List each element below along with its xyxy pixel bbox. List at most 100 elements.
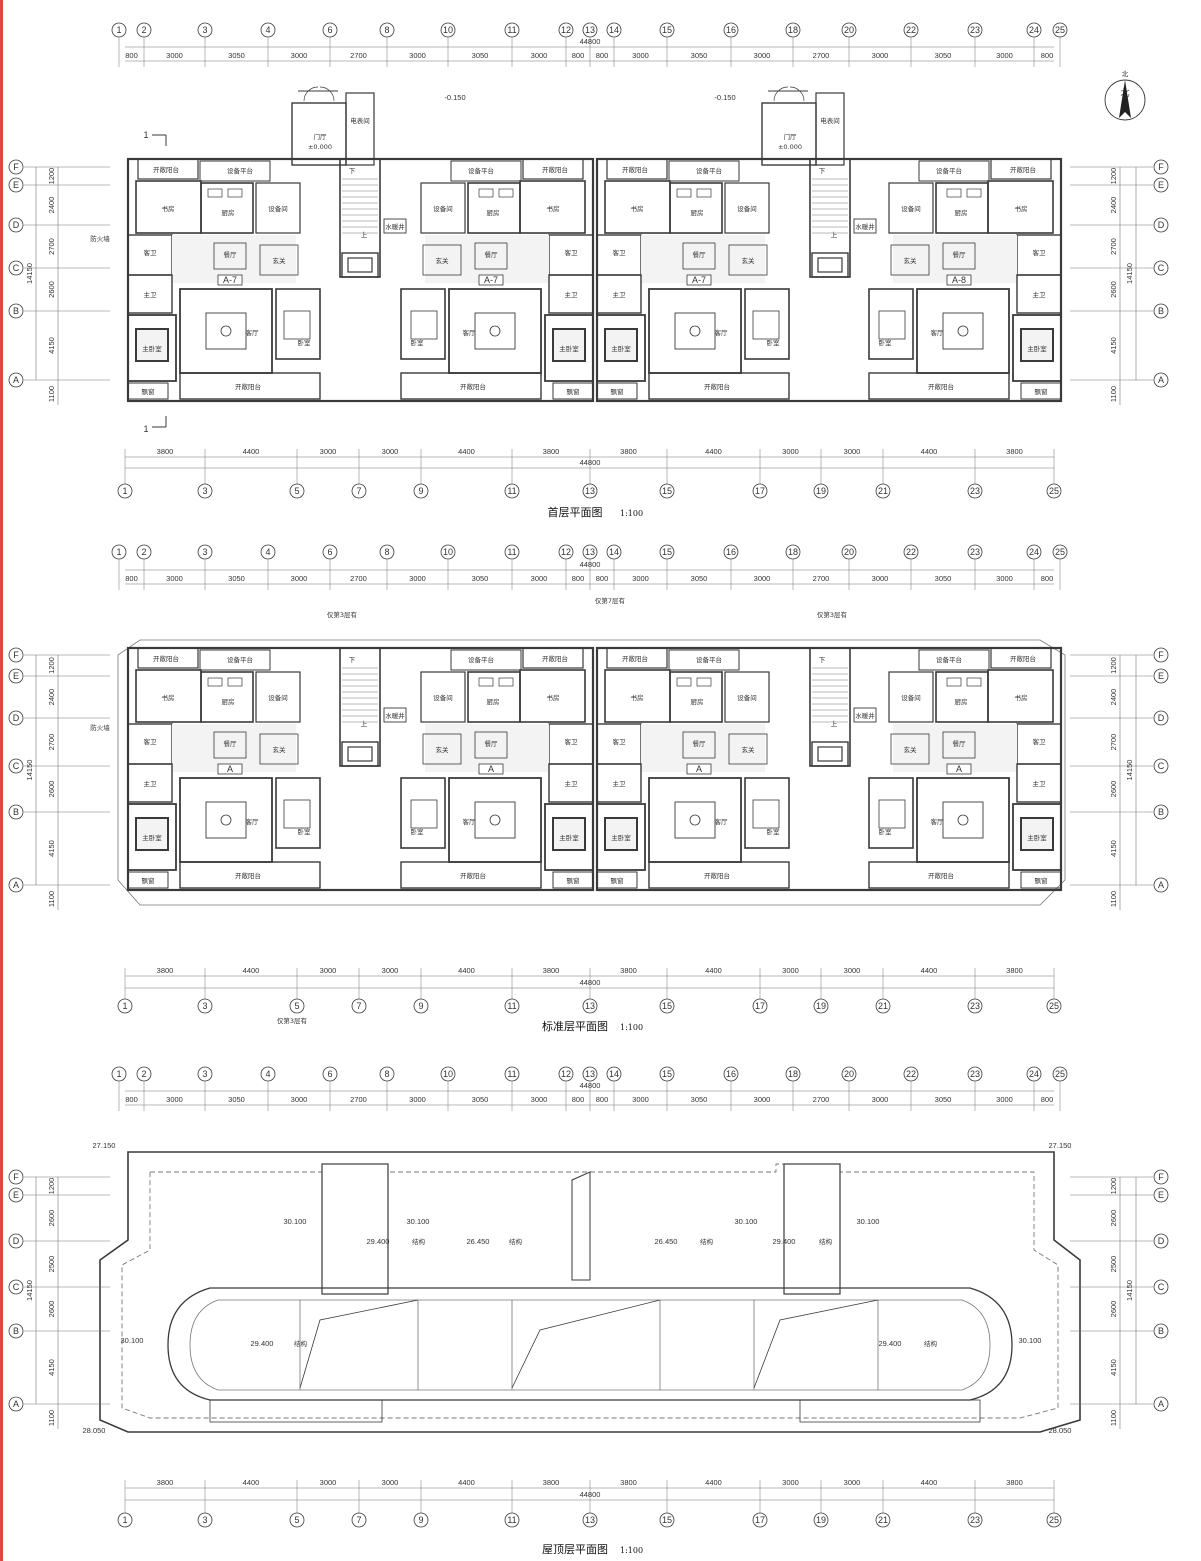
dining-label: 餐厅 (953, 739, 967, 748)
row-axis-right-B: B (1158, 807, 1164, 817)
top-dim: 3000 (409, 1095, 426, 1104)
stove (207, 677, 223, 687)
bottom-dim: 4400 (705, 447, 722, 456)
bay-window (552, 382, 594, 400)
guest-bath-label: 客卫 (144, 248, 158, 257)
guest-bath-label: 客卫 (144, 737, 158, 746)
bottom-dim: 4400 (921, 966, 938, 975)
bay-window-label: 飘窗 (142, 876, 155, 885)
master-bedroom (544, 314, 594, 382)
kitchen (200, 182, 254, 234)
study-label: 书房 (1015, 693, 1028, 702)
kitchen (467, 182, 521, 234)
dining-label: 餐厅 (485, 739, 499, 748)
row-axis-right-D-bubble (1153, 1233, 1169, 1249)
kitchen (935, 671, 989, 723)
equipment-platform (668, 160, 740, 182)
sink (696, 188, 712, 198)
master-bed (604, 328, 638, 362)
unit-type-tag: A-7 (223, 275, 237, 285)
meter-room-label: 电表间 (820, 116, 840, 125)
foyer-label: 玄关 (436, 745, 450, 754)
row-axis-left-A-bubble (8, 877, 24, 893)
foyer (422, 244, 462, 276)
bed (410, 799, 438, 829)
top-dim: 3050 (472, 1095, 489, 1104)
row-axis-right-A: A (1158, 1399, 1164, 1409)
top-axis-13: 13 (585, 1069, 595, 1079)
bay-window-label: 飘窗 (1035, 876, 1048, 885)
master-bed (1020, 817, 1054, 851)
bottom-axis-13: 13 (585, 1001, 595, 1011)
shaft-room (853, 218, 877, 234)
row-axis-left-F-bubble (8, 647, 24, 663)
foyer (422, 733, 462, 765)
total-depth: 14150 (1125, 760, 1134, 781)
bay-window-label: 飘窗 (611, 876, 624, 885)
shaft-room (383, 707, 407, 723)
equipment-platform (450, 649, 522, 671)
master-bath-label: 主卫 (613, 290, 627, 299)
living-label: 客厅 (463, 328, 477, 337)
row-axis-right-B-bubble (1153, 804, 1169, 820)
row-axis-right-E-bubble (1153, 177, 1169, 193)
bottom-axis-9: 9 (418, 486, 423, 496)
bottom-axis-9-bubble (413, 483, 429, 499)
bottom-axis-7: 7 (356, 486, 361, 496)
foyer-label: 玄关 (904, 256, 918, 265)
plan-title-ground: 首层平面图 (548, 505, 603, 519)
top-dim: 3000 (754, 51, 771, 60)
top-dim: 3050 (228, 1095, 245, 1104)
bottom-dim: 3800 (157, 447, 174, 456)
kitchen-label: 厨房 (955, 697, 968, 706)
bottom-axis-11: 11 (507, 1001, 516, 1011)
row-dim: 1200 (47, 1178, 56, 1195)
equipment-room-label: 设备间 (433, 204, 453, 213)
row-dim: 1100 (1109, 891, 1118, 907)
row-dim: 4150 (1109, 840, 1118, 857)
kitchen-label: 厨房 (691, 697, 704, 706)
bottom-dim: 3800 (1006, 1478, 1023, 1487)
master-bath (127, 763, 173, 803)
front-balcony (179, 861, 321, 889)
unit-type-tag: A-8 (952, 275, 966, 285)
bottom-axis-11-bubble (504, 998, 520, 1014)
top-axis-12: 12 (561, 547, 571, 557)
bedroom (744, 777, 790, 849)
rear-balcony (522, 647, 584, 669)
row-axis-right-D: D (1158, 220, 1165, 230)
top-dim: 3000 (166, 1095, 183, 1104)
living-label: 客厅 (715, 817, 729, 826)
row-axis-left-A: A (13, 375, 19, 385)
door-swing (773, 86, 789, 102)
unit-type-tag: A (488, 764, 494, 774)
row-dim: 4150 (47, 840, 56, 857)
top-dim: 3050 (691, 51, 708, 60)
row-dim: 4150 (47, 1359, 56, 1376)
meter-room (815, 92, 845, 166)
master-bath-label: 主卫 (144, 290, 158, 299)
bottom-axis-1-bubble (117, 483, 133, 499)
roof-dashed-edge (121, 1163, 1059, 1419)
bottom-dim: 3000 (320, 1478, 337, 1487)
roof-pitch-inner (189, 1299, 991, 1391)
row-axis-left-B: B (13, 1326, 19, 1336)
bay-window (1020, 382, 1062, 400)
row-axis-left-C: C (13, 263, 20, 273)
top-dim: 800 (125, 1095, 138, 1104)
row-dim: 2600 (47, 1210, 56, 1227)
roof-elevation: 30.100 (857, 1217, 880, 1226)
top-dim: 3000 (872, 51, 889, 60)
equipment-platform (918, 160, 990, 182)
rear-balcony-label: 开敞阳台 (153, 165, 179, 174)
bay-window (596, 871, 638, 889)
bedroom (400, 777, 446, 849)
struct-label: 结构 (294, 1339, 308, 1348)
bottom-axis-9: 9 (418, 1001, 423, 1011)
bay-window-label: 飘窗 (611, 387, 624, 396)
master-bed (135, 817, 169, 851)
stair-down-label: 下 (819, 656, 826, 664)
row-dim: 2600 (1109, 1301, 1118, 1318)
bottom-dim: 3000 (782, 1478, 799, 1487)
bottom-axis-11: 11 (507, 486, 516, 496)
